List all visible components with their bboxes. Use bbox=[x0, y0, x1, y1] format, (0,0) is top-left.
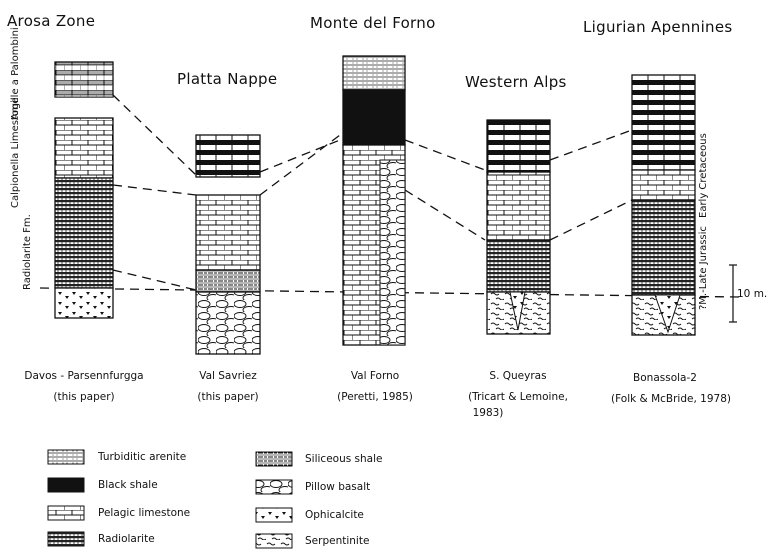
legend-label-turbiditic-arenite: Turbiditic arenite bbox=[98, 451, 187, 463]
column-davos bbox=[54, 61, 114, 319]
legend-label-black-shale: Black shale bbox=[98, 479, 158, 491]
scale-bar bbox=[729, 264, 737, 323]
legend-label-pillow-basalt: Pillow basalt bbox=[305, 481, 371, 493]
scale-label: 10 m. bbox=[737, 288, 768, 300]
section-ref-val-forno: (Peretti, 1985) bbox=[337, 391, 413, 403]
column-val-savriez bbox=[195, 134, 261, 355]
section-ref-bonassola: (Folk & McBride, 1978) bbox=[611, 393, 731, 405]
section-ref-s-queyras-year: 1983) bbox=[472, 407, 504, 419]
region-title-western: Western Alps bbox=[465, 73, 567, 91]
section-name-davos: Davos - Parsennfurgga bbox=[24, 370, 144, 382]
legend-label-siliceous-shale: Siliceous shale bbox=[305, 453, 383, 465]
section-ref-s-queyras: (Tricart & Lemoine, bbox=[468, 391, 568, 403]
legend-label-ophicalcite: Ophicalcite bbox=[305, 509, 364, 521]
legend-label-pelagic-limestone: Pelagic limestone bbox=[98, 507, 191, 519]
label-early-cretaceous: Early Cretaceous bbox=[698, 133, 709, 218]
legend-label-radiolarite: Radiolarite bbox=[98, 533, 155, 545]
section-ref-davos: (this paper) bbox=[53, 391, 115, 403]
column-s-queyras bbox=[486, 119, 551, 335]
section-name-bonassola: Bonassola-2 bbox=[633, 372, 697, 384]
legend-label-serpentinite: Serpentinite bbox=[305, 535, 370, 547]
section-name-val-forno: Val Forno bbox=[350, 370, 400, 382]
region-title-ligurian: Ligurian Apennines bbox=[583, 18, 733, 36]
label-late-jurassic: ?M.-Late Jurassic bbox=[698, 226, 709, 310]
column-val-forno bbox=[342, 55, 406, 346]
legend-swatches bbox=[47, 449, 293, 549]
label-calpionella: Calpionella Limestone bbox=[10, 97, 21, 208]
section-name-val-savriez: Val Savriez bbox=[199, 370, 257, 382]
section-ref-val-savriez: (this paper) bbox=[197, 391, 259, 403]
region-title-platta: Platta Nappe bbox=[177, 70, 278, 88]
region-title-monte: Monte del Forno bbox=[310, 14, 436, 32]
label-radiolarite: Radiolarite Fm. bbox=[22, 214, 33, 290]
column-bonassola bbox=[631, 74, 696, 336]
region-title-arosa: Arosa Zone bbox=[7, 12, 96, 30]
section-name-s-queyras: S. Queyras bbox=[489, 370, 547, 382]
